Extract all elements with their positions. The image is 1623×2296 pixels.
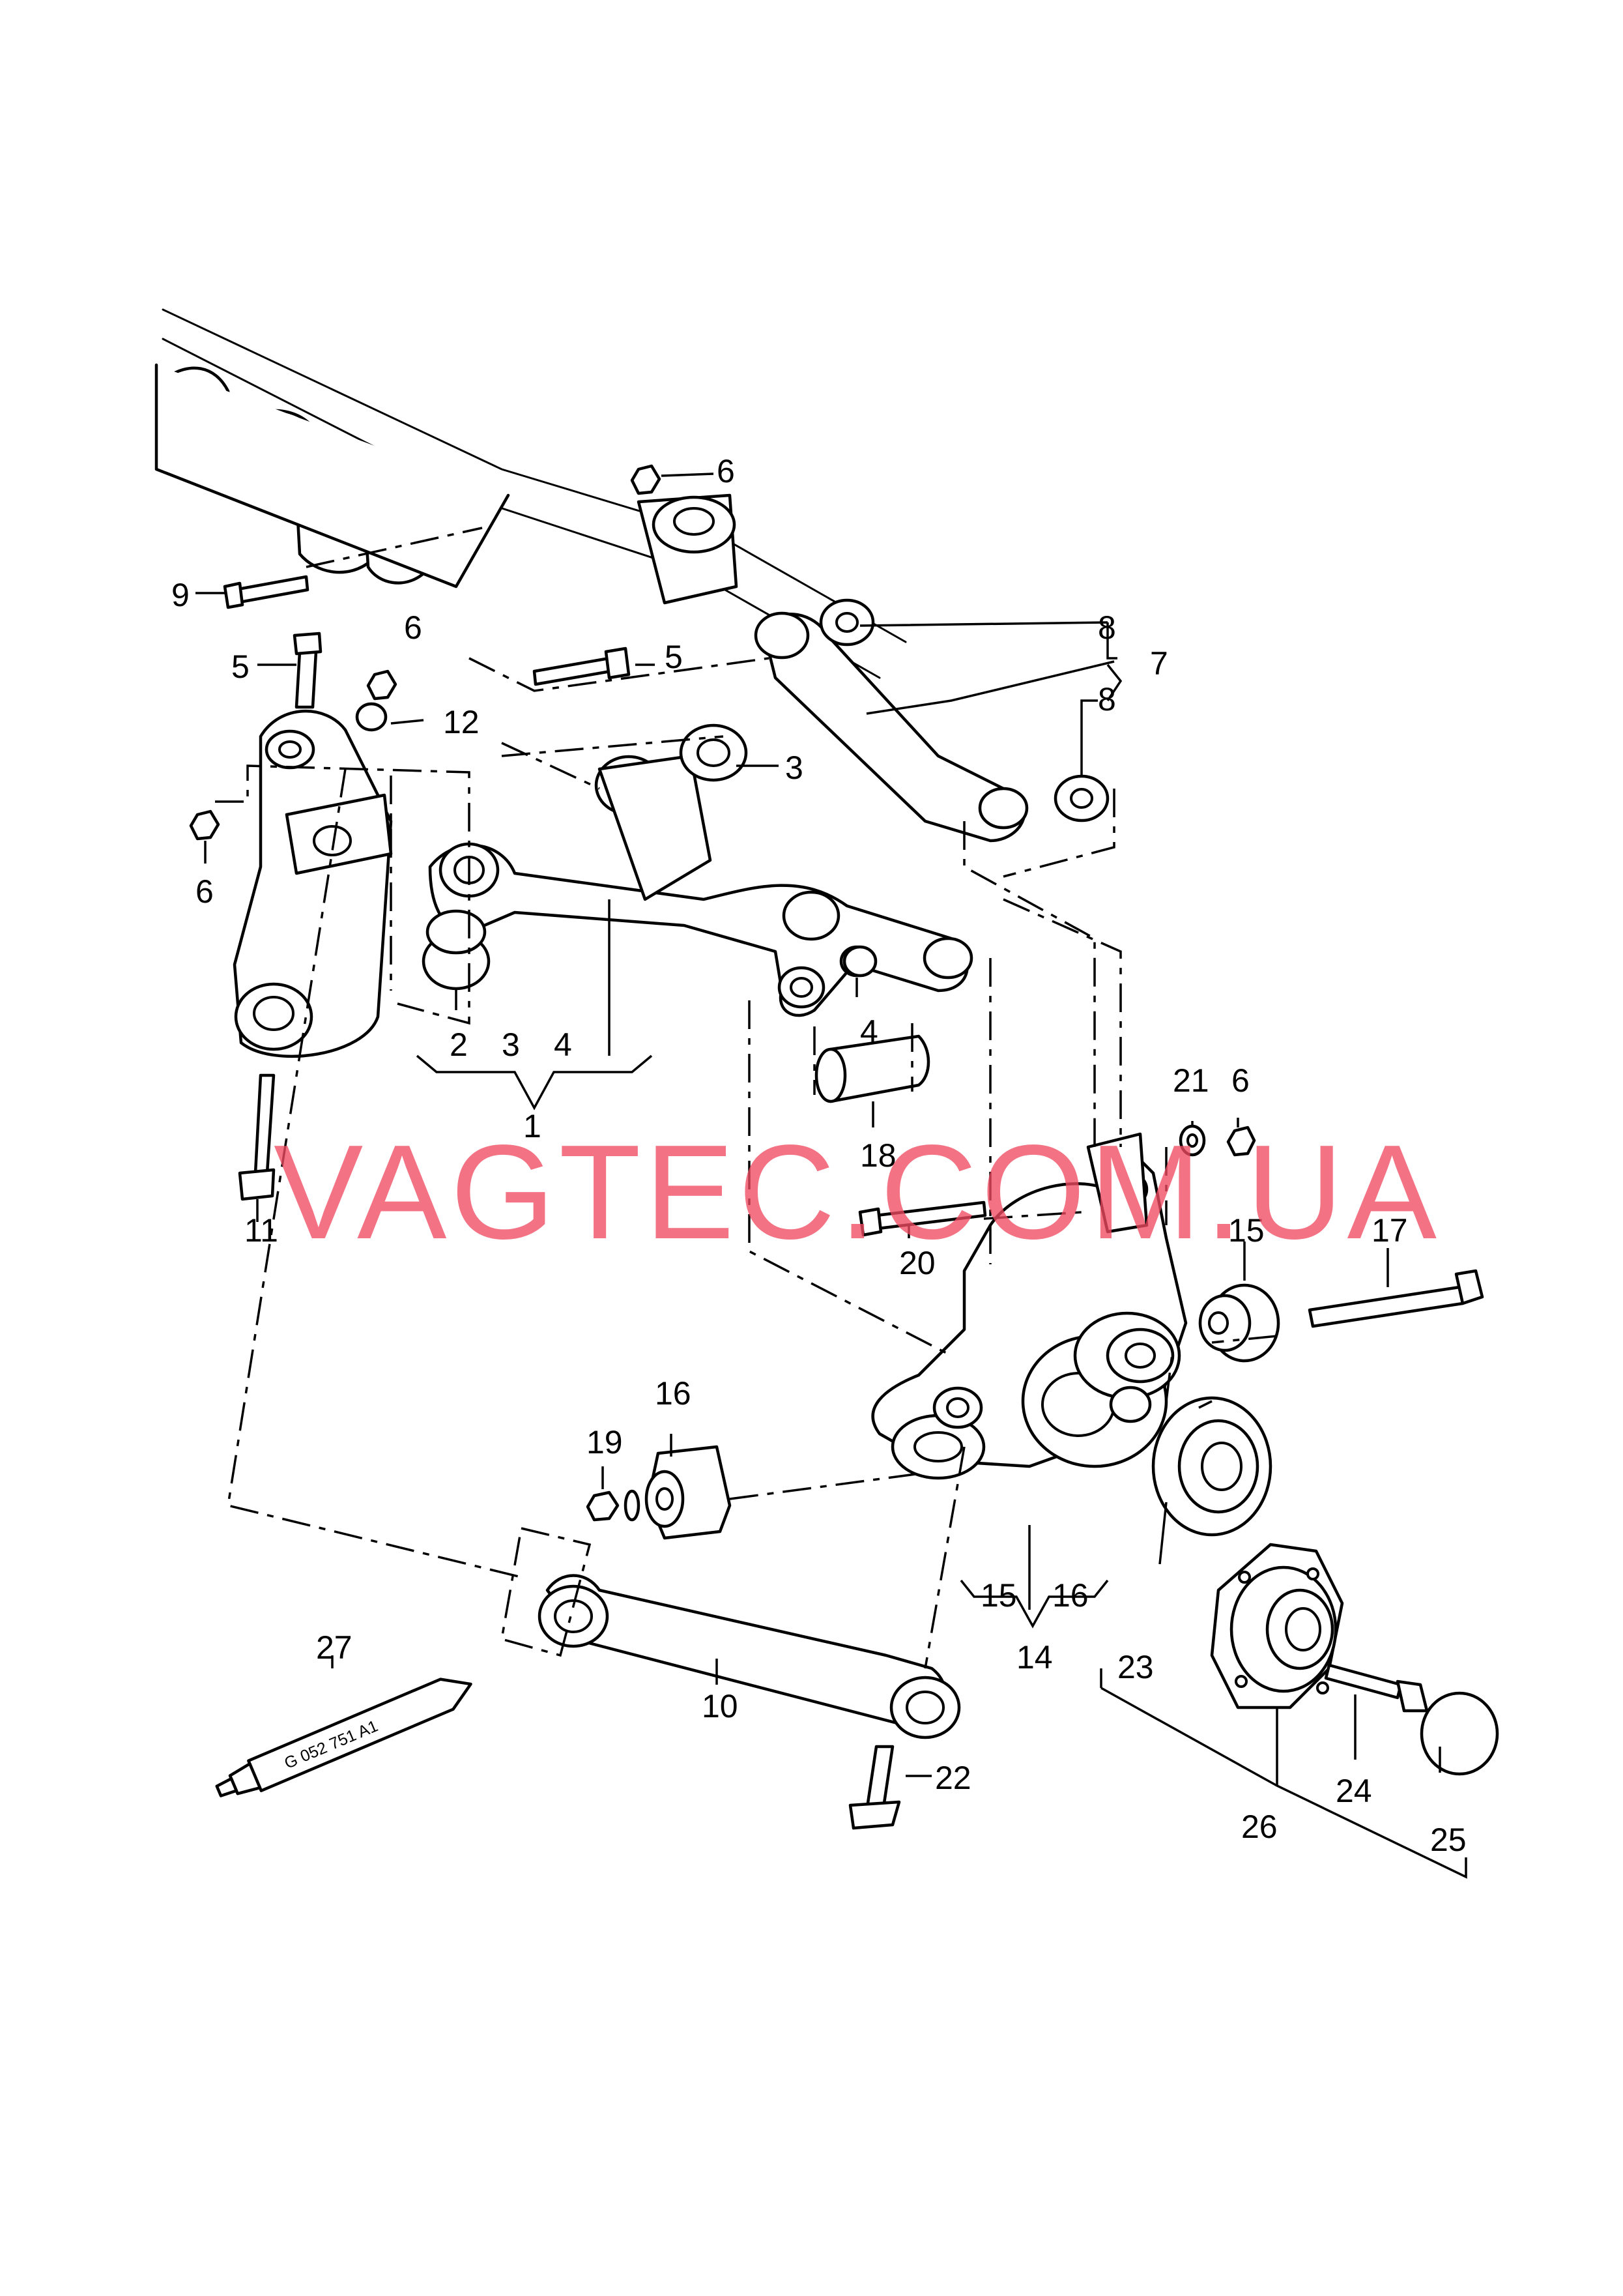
bushing-16	[644, 1445, 732, 1540]
upper-link-arm	[754, 598, 1110, 843]
callout-21: 21	[1173, 1062, 1209, 1099]
callout-3-bushing: 3	[785, 749, 803, 786]
bolt-5-right	[532, 647, 631, 686]
bolt-22	[848, 1745, 901, 1830]
nut-6-mid	[366, 669, 397, 701]
bushing-15	[1198, 1283, 1280, 1363]
leader-lines	[195, 472, 1467, 1879]
callout-11: 11	[244, 1212, 278, 1249]
callout-6-left: 6	[195, 873, 214, 910]
callout-8-upper: 8	[1098, 609, 1116, 646]
watermark: VAGTEC.COM.UA	[274, 1117, 1441, 1267]
bushing-arm-end	[777, 966, 826, 1009]
callout-7: 7	[1150, 645, 1168, 682]
bolt-5-left	[293, 632, 323, 709]
callout-23: 23	[1117, 1649, 1154, 1685]
assembly-lines	[215, 527, 1278, 1669]
callout-27: 27	[316, 1629, 352, 1666]
callout-18: 18	[860, 1137, 897, 1174]
seal-23	[1151, 1396, 1272, 1537]
callout-10: 10	[702, 1688, 738, 1724]
callout-6-right: 6	[1231, 1062, 1250, 1099]
bolt-17	[1308, 1269, 1484, 1328]
bolt-11	[238, 1073, 276, 1201]
callout-17: 17	[1372, 1212, 1408, 1249]
callout-2: 2	[450, 1026, 468, 1063]
trailing-bracket	[233, 710, 393, 1058]
bushing-2	[422, 909, 491, 991]
callout-22: 22	[935, 1760, 971, 1796]
cap-25	[1420, 1691, 1499, 1776]
callout-14: 14	[1016, 1639, 1053, 1676]
callout-6-top: 6	[717, 453, 735, 489]
callout-3-wishbone: 3	[502, 1026, 520, 1063]
callouts: 1 2 3 4 3 4 5 5 6 6 6 6 7 8 8 9 10 11 12…	[171, 453, 1467, 1858]
callout-19: 19	[586, 1424, 623, 1460]
callout-6-mid: 6	[404, 609, 422, 646]
callout-4-nut: 4	[860, 1013, 878, 1050]
callout-8-lower: 8	[1098, 681, 1116, 718]
bolt-9	[223, 575, 309, 609]
callout-24: 24	[1336, 1773, 1372, 1809]
bolt-20	[858, 1200, 987, 1237]
callout-20: 20	[899, 1245, 936, 1281]
callout-25: 25	[1430, 1822, 1467, 1858]
callout-4-wishbone: 4	[554, 1026, 572, 1063]
transverse-link	[538, 1574, 961, 1739]
subframe-mount-bushing	[637, 493, 738, 605]
callout-16-bushing: 16	[655, 1375, 691, 1412]
grease-tube-27: G 052 751 A1	[215, 1678, 472, 1797]
callout-1: 1	[523, 1108, 541, 1144]
wheel-bearing-housing	[871, 1132, 1188, 1480]
wheel-hub-26	[1210, 1543, 1344, 1709]
nut-6-left	[189, 809, 220, 841]
callout-9: 9	[171, 577, 190, 613]
callout-5-right: 5	[665, 639, 683, 675]
callout-15-hub: 15	[981, 1577, 1017, 1614]
callout-5-left: 5	[231, 648, 250, 685]
sleeve-18	[814, 1034, 930, 1103]
callout-12: 12	[443, 704, 480, 740]
nut-6-right	[1226, 1126, 1256, 1157]
nut-4	[842, 945, 878, 978]
wishbone	[428, 723, 973, 1017]
nut-19	[586, 1489, 640, 1522]
nut-6-top	[630, 464, 661, 495]
bolt-24	[1324, 1663, 1429, 1713]
washer-12	[355, 702, 388, 732]
callout-15-bushing: 15	[1228, 1212, 1265, 1249]
callout-16-hub: 16	[1052, 1577, 1089, 1614]
callout-26: 26	[1241, 1809, 1278, 1845]
